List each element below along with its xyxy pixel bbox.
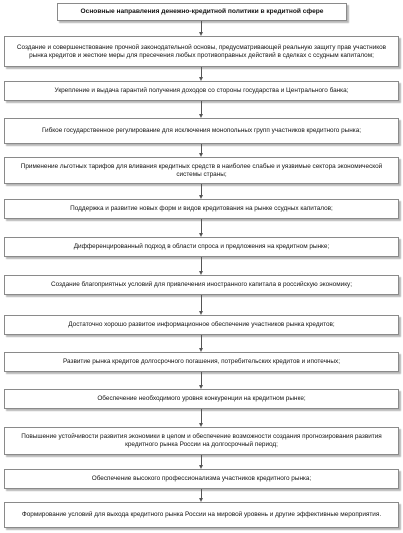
flow-step-7: Создание благоприятных условий для привл… (4, 275, 399, 295)
flow-step-4: Применение льготных тарифов для вливания… (4, 157, 399, 184)
flow-step-2: Укрепление и выдача гарантий получения д… (4, 81, 399, 101)
flow-step-13: Формирование условий для выхода кредитно… (4, 502, 399, 528)
diagram-title: Основные направления денежно-кредитной п… (57, 3, 347, 21)
flow-step-5: Поддержка и развитие новых форм и видов … (4, 199, 399, 219)
flow-step-1: Создание и совершенствование прочной зак… (4, 36, 399, 67)
flow-step-9: Развитие рынка кредитов долгосрочного по… (4, 352, 399, 372)
flow-step-3: Гибкое государственное регулирование для… (4, 118, 399, 144)
flow-step-6: Дифференцированный подход в области спро… (4, 237, 399, 257)
flow-step-11: Повышение устойчивости развития экономик… (4, 427, 399, 455)
flow-step-10: Обеспечение необходимого уровня конкурен… (4, 389, 399, 409)
flow-step-8: Достаточно хорошо развитое информационно… (4, 315, 399, 335)
flow-step-12: Обеспечение высокого профессионализма уч… (4, 469, 399, 489)
